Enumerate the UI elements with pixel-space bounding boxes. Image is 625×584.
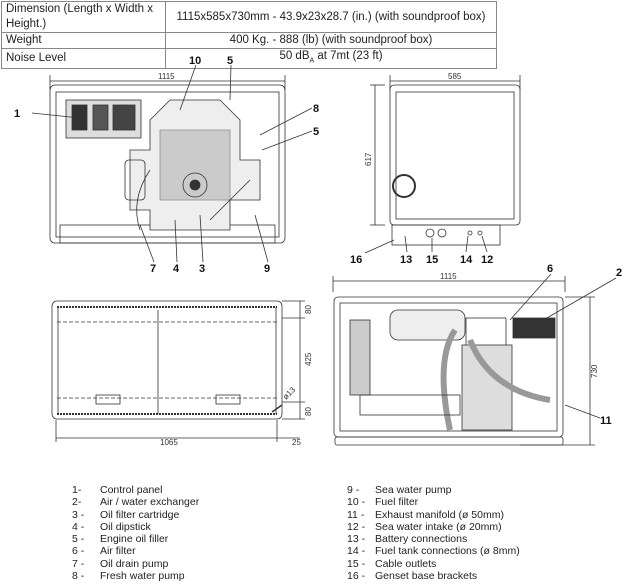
callout: 5: [313, 126, 319, 138]
legend-text: Oil drain pump: [100, 557, 169, 570]
legend-text: Sea water pump: [375, 484, 452, 496]
callout: 14: [460, 254, 473, 266]
callout: 15: [426, 254, 438, 266]
noise-unit-sub: A: [309, 57, 315, 65]
dim-side-width: 585: [448, 72, 462, 81]
legend-text: Cable outlets: [375, 557, 437, 570]
callout: 5: [227, 55, 233, 67]
legend-text: Genset base brackets: [375, 570, 478, 583]
callout: 13: [400, 254, 412, 266]
legend-text: Battery connections: [375, 533, 468, 546]
legend-number: 2-: [72, 496, 82, 509]
spec-table: Dimension (Length x Width x Height.)1115…: [1, 1, 497, 70]
legend-text: Sea water intake (ø 20mm): [375, 520, 502, 533]
legend-text: Exhaust manifold (ø 50mm): [375, 508, 504, 521]
legend-number: 7 -: [72, 557, 85, 570]
dim-hole: ø13: [281, 385, 298, 402]
legend-number: 12 -: [347, 520, 366, 533]
callout: 9: [264, 263, 270, 275]
front-view-drawing: [31, 64, 313, 263]
legend-item: 6 - Air filter: [72, 545, 199, 557]
legend-number: 4 -: [72, 520, 85, 533]
spec-value: 1115x585x730mm - 43.9x23x28.7 (in.) (wit…: [165, 1, 497, 33]
side-view-drawing: [364, 75, 521, 254]
dim-top-b: 425: [304, 352, 313, 366]
noise-distance: at 7mt (23 ft): [314, 50, 383, 62]
callout: 10: [189, 55, 201, 67]
legend-number: 10 -: [347, 496, 366, 509]
spec-value: 400 Kg. - 888 (lb) (with soundproof box): [165, 32, 497, 49]
legend-text: Air / water exchanger: [100, 496, 200, 509]
legend-item: 10 - Fuel filter: [347, 496, 520, 508]
legend-number: 1-: [72, 484, 82, 496]
callout: 7: [150, 263, 156, 275]
legend-item: 13 - Battery connections: [347, 533, 520, 545]
spec-label: Dimension (Length x Width x Height.): [1, 1, 166, 33]
legend-number: 6 -: [72, 545, 85, 558]
legend-item: 12 - Sea water intake (ø 20mm): [347, 521, 520, 533]
spec-value: 50 dBA at 7mt (23 ft): [165, 47, 497, 70]
legend-number: 9 -: [347, 484, 360, 496]
legend-text: Control panel: [100, 484, 163, 496]
dim-side-height: 617: [364, 152, 373, 166]
callout: 11: [600, 415, 612, 427]
dim-top-c: 80: [304, 407, 313, 416]
legend-text: Air filter: [100, 545, 136, 558]
dim-top-margin: 25: [292, 438, 301, 447]
legend-number: 8 -: [72, 570, 85, 583]
legend-text: Fresh water pump: [100, 570, 185, 583]
legend-item: 4 - Oil dipstick: [72, 521, 199, 533]
dim-front-width: 1115: [158, 72, 175, 81]
legend-item: 11 - Exhaust manifold (ø 50mm): [347, 509, 520, 521]
rear-view-drawing: [332, 273, 617, 446]
callout: 3: [199, 263, 205, 275]
spec-row: Dimension (Length x Width x Height.)1115…: [1, 1, 497, 33]
legend-text: Fuel tank connections (ø 8mm): [375, 545, 520, 558]
legend-number: 5 -: [72, 533, 85, 546]
dim-top-a: 80: [304, 305, 313, 314]
legend-item: 15 - Cable outlets: [347, 558, 520, 570]
callout: 8: [313, 103, 319, 115]
legend-text: Oil filter cartridge: [100, 508, 180, 521]
legend-number: 13 -: [347, 533, 366, 546]
dim-rear-width: 1115: [440, 272, 457, 281]
callout: 12: [481, 254, 493, 266]
legend-text: Oil dipstick: [100, 520, 151, 533]
callout: 6: [547, 263, 553, 275]
dim-top-length: 1065: [160, 438, 178, 447]
legend-item: 14 - Fuel tank connections (ø 8mm): [347, 545, 520, 557]
legend-item: 16 - Genset base brackets: [347, 570, 520, 582]
legend-text: Fuel filter: [375, 496, 419, 509]
legend-item: 8 - Fresh water pump: [72, 570, 199, 582]
legend-item: 7 - Oil drain pump: [72, 558, 199, 570]
legend-left: 1-Control panel 2-Air / water exchanger …: [72, 484, 199, 582]
callout: 2: [616, 267, 622, 279]
legend-item: 9 - Sea water pump: [347, 484, 520, 496]
callout: 4: [173, 263, 180, 275]
dim-rear-height: 730: [590, 364, 599, 378]
legend-item: 2- Air / water exchanger: [72, 496, 199, 508]
spec-label: Noise Level: [1, 47, 166, 70]
callout: 16: [350, 254, 362, 266]
top-view-drawing: [51, 300, 305, 442]
legend-number: 11 -: [347, 508, 365, 521]
legend-number: 15 -: [347, 557, 366, 570]
legend-number: 16 -: [347, 570, 366, 583]
legend-number: 3 -: [72, 508, 85, 521]
callout: 1: [14, 108, 20, 120]
legend-item: 1- Control panel: [72, 484, 199, 496]
legend-right: 9 - Sea water pump 10 - Fuel filter 11 - Ex…: [347, 484, 520, 582]
legend-item: 5 - Engine oil filler: [72, 533, 199, 545]
legend-number: 14 -: [347, 545, 366, 558]
noise-value: 50 dB: [279, 50, 310, 62]
legend-item: 3 - Oil filter cartridge: [72, 509, 199, 521]
legend-text: Engine oil filler: [100, 533, 169, 546]
